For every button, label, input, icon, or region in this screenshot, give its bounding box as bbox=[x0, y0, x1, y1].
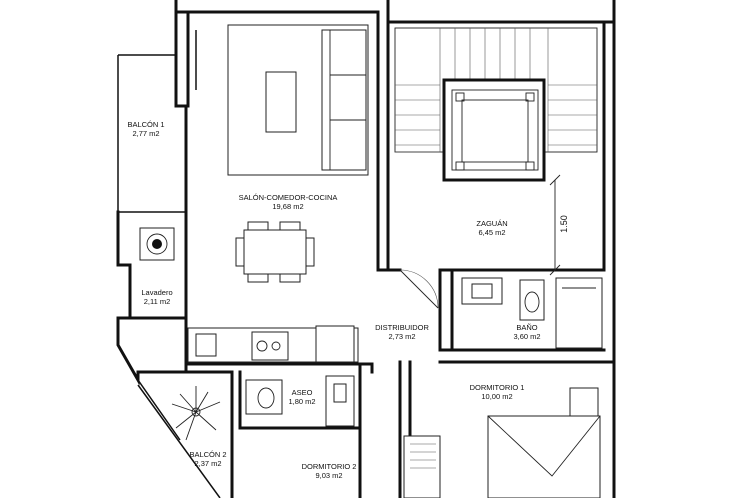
room-area-bano: 3,60 m2 bbox=[513, 332, 540, 341]
room-area-aseo: 1,80 m2 bbox=[288, 397, 315, 406]
room-name-dormitorio2: DORMITORIO 2 bbox=[302, 462, 357, 471]
room-name-salon: SALÓN-COMEDOR-COCINA bbox=[239, 193, 338, 202]
doors bbox=[185, 30, 439, 309]
room-area-zaguan: 6,45 m2 bbox=[478, 228, 505, 237]
toilet-fixtures bbox=[245, 375, 355, 427]
room-area-dormitorio2: 9,03 m2 bbox=[315, 471, 342, 480]
room-area-dormitorio1: 10,00 m2 bbox=[481, 392, 512, 401]
room-area-distribuidor: 2,73 m2 bbox=[388, 332, 415, 341]
elevator bbox=[442, 78, 546, 182]
room-name-lavadero: Lavadero bbox=[141, 288, 172, 297]
sofa-and-table bbox=[227, 24, 369, 176]
dimension-label: 1.50 bbox=[559, 215, 569, 233]
room-name-bano: BAÑO bbox=[516, 323, 537, 332]
bed bbox=[487, 387, 601, 498]
room-name-zaguan: ZAGUÁN bbox=[476, 219, 507, 228]
room-area-balcon2: 2,37 m2 bbox=[194, 459, 221, 468]
room-name-distribuidor: DISTRIBUIDOR bbox=[375, 323, 429, 332]
room-name-balcon1: BALCÓN 1 bbox=[127, 120, 164, 129]
room-area-salon: 19,68 m2 bbox=[272, 202, 303, 211]
dimension-line: 1.50 bbox=[549, 174, 569, 276]
kitchen-counter bbox=[187, 325, 359, 363]
washing-machine bbox=[139, 227, 175, 261]
bathroom-fixtures bbox=[461, 277, 603, 349]
room-labels: BALCÓN 1 2,77 m2 SALÓN-COMEDOR-COCINA 19… bbox=[127, 120, 540, 480]
room-area-lavadero: 2,11 m2 bbox=[144, 297, 171, 306]
room-name-balcon2: BALCÓN 2 bbox=[189, 450, 226, 459]
room-name-aseo: ASEO bbox=[292, 388, 313, 397]
dining-table bbox=[235, 221, 315, 283]
wardrobe bbox=[403, 435, 441, 498]
plant bbox=[171, 386, 221, 441]
room-area-balcon1: 2,77 m2 bbox=[132, 129, 159, 138]
room-name-dormitorio1: DORMITORIO 1 bbox=[470, 383, 525, 392]
